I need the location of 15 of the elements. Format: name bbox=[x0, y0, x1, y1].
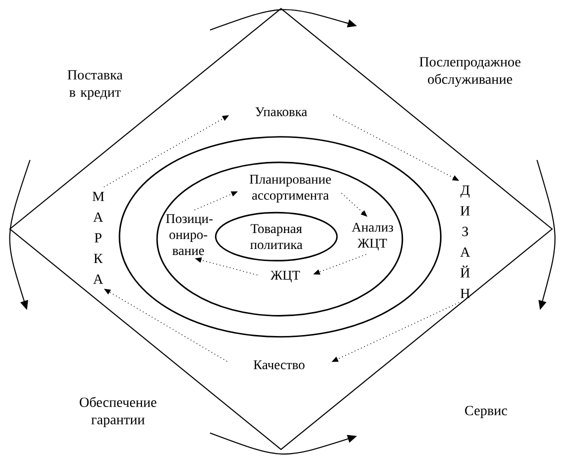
ellipse-ring bbox=[118, 136, 442, 338]
node-text: Позици- ониро- вание bbox=[166, 214, 213, 256]
node-text: ЖЦТ bbox=[270, 270, 300, 282]
corner-label: Поставка в кредит bbox=[68, 70, 123, 100]
vertical-text: ДИЗАЙН bbox=[460, 186, 470, 298]
ellipse-ring bbox=[156, 162, 404, 316]
vertical-text: МАРКА bbox=[92, 192, 104, 284]
node-text: Упаковка bbox=[255, 107, 308, 116]
corner-label: Обеспечение гарантии bbox=[80, 396, 156, 428]
corner-label: Сервис bbox=[465, 406, 508, 418]
node-text: Анализ ЖЦТ bbox=[352, 222, 394, 250]
node-text: Качество bbox=[254, 360, 304, 370]
ellipse-node: Товарная политика bbox=[214, 212, 338, 262]
node-text: Планирование ассортимента bbox=[250, 174, 331, 202]
corner-label: Послепродажное обслуживание bbox=[419, 57, 520, 87]
